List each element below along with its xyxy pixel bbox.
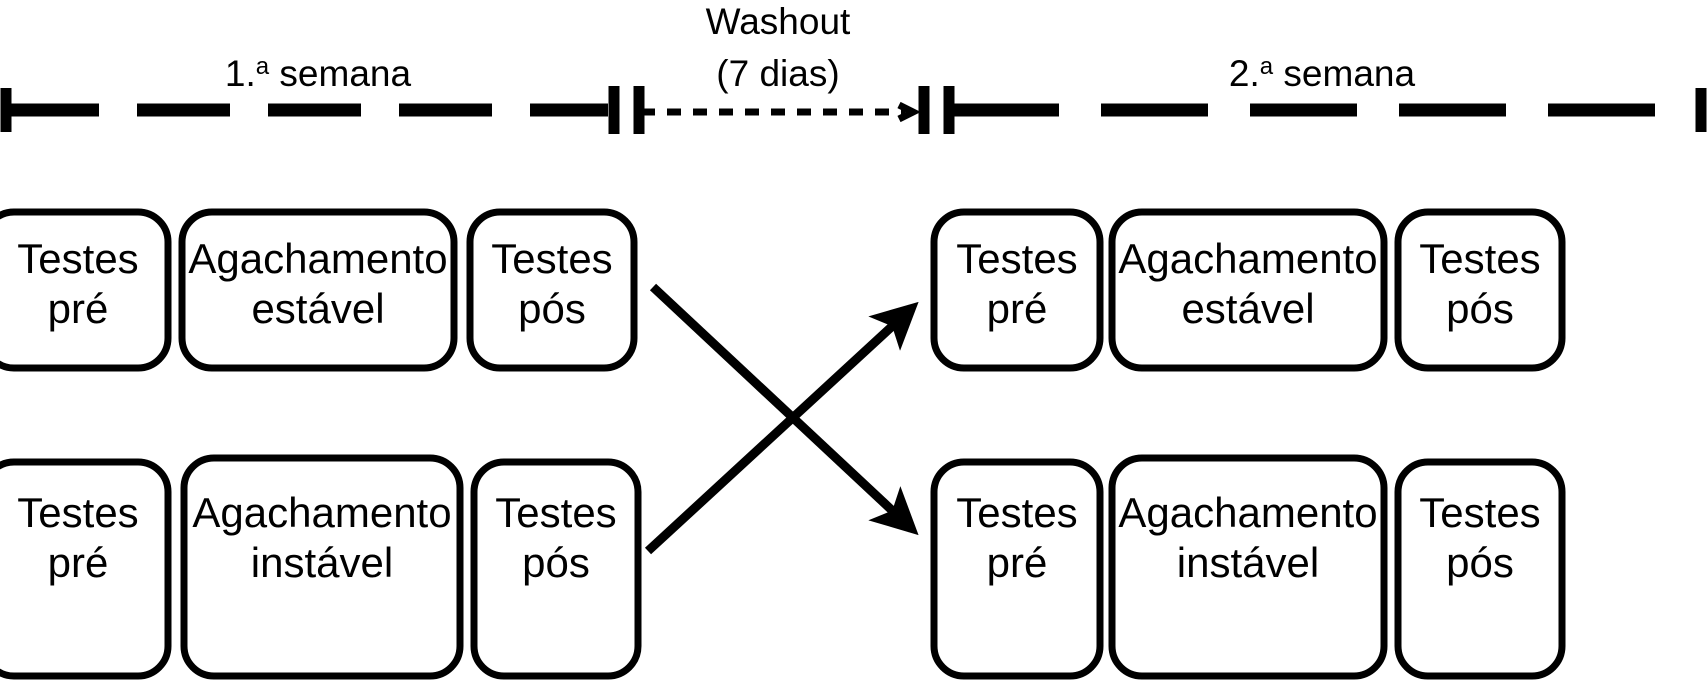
arrow-top-week1-to-bottom-week2 [649, 283, 919, 536]
box-bottom-week1-intervention-line2: instável [251, 539, 393, 586]
box-bottom-week2-intervention[interactable] [1108, 454, 1388, 680]
box-bottom-week2-intervention-line2: instável [1177, 539, 1319, 586]
box-top-week2-pre[interactable] [930, 208, 1104, 372]
arrow-bottom-week1-to-top-week2 [644, 301, 919, 555]
week1-label-superscript: a [256, 53, 270, 80]
box-bottom-week1-post[interactable] [470, 458, 642, 680]
box-bottom-week1-intervention-line1: Agachamento [192, 489, 451, 536]
week1-label: 1.a semana [225, 53, 412, 94]
box-top-week1-intervention[interactable] [178, 208, 458, 372]
week1-label-main: 1. [225, 53, 256, 94]
week2-label-rest: semana [1273, 53, 1415, 94]
box-bottom-week1-pre[interactable] [0, 458, 172, 680]
week1-label-rest: semana [269, 53, 411, 94]
washout-label-line2: (7 dias) [716, 53, 839, 94]
box-bottom-week2-intervention-line1: Agachamento [1118, 489, 1377, 536]
box-top-week1-pre[interactable] [0, 208, 172, 372]
box-bottom-week2-pre-line2: pré [987, 539, 1048, 586]
box-bottom-week1-pre-line1: Testes [17, 489, 138, 536]
box-top-week2-post[interactable] [1394, 208, 1566, 372]
box-top-week2-intervention-line1: Agachamento [1118, 235, 1377, 282]
box-top-week1-intervention-line2: estável [251, 285, 384, 332]
box-top-week1-pre-line1: Testes [17, 235, 138, 282]
box-bottom-week1-post-line1: Testes [495, 489, 616, 536]
box-top-week2-intervention[interactable] [1108, 208, 1388, 372]
arm-stable-week2: Testes pré Agachamento estável Testes pó… [930, 208, 1566, 372]
week2-label-main: 2. [1229, 53, 1260, 94]
box-top-week2-post-line2: pós [1446, 285, 1514, 332]
box-top-week1-pre-line2: pré [48, 285, 109, 332]
box-top-week2-intervention-line2: estável [1181, 285, 1314, 332]
timeline-washout: Washout (7 dias) [633, 1, 930, 134]
box-bottom-week2-post-line2: pós [1446, 539, 1514, 586]
box-bottom-week1-intervention[interactable] [180, 454, 464, 680]
timeline-week1: 1.a semana [0, 53, 620, 134]
week2-label: 2.a semana [1229, 53, 1416, 94]
arm-unstable-week2: Testes pré Agachamento instável Testes p… [930, 454, 1566, 680]
box-bottom-week1-post-line2: pós [522, 539, 590, 586]
box-bottom-week1-pre-line2: pré [48, 539, 109, 586]
washout-arrow-tip [897, 101, 921, 123]
timeline-week2: 2.a semana [943, 53, 1707, 134]
box-bottom-week2-pre[interactable] [930, 458, 1104, 680]
arm-stable-week1: Testes pré Agachamento estável Testes pó… [0, 208, 638, 372]
arm-unstable-week1: Testes pré Agachamento instável Testes p… [0, 454, 642, 680]
washout-label-line1: Washout [706, 1, 851, 42]
box-top-week1-post-line2: pós [518, 285, 586, 332]
box-top-week2-pre-line2: pré [987, 285, 1048, 332]
box-top-week2-post-line1: Testes [1419, 235, 1540, 282]
crossover-arrows [644, 283, 919, 555]
box-bottom-week2-post[interactable] [1394, 458, 1566, 680]
box-top-week1-intervention-line1: Agachamento [188, 235, 447, 282]
box-top-week1-post[interactable] [466, 208, 638, 372]
box-top-week1-post-line1: Testes [491, 235, 612, 282]
box-bottom-week2-pre-line1: Testes [956, 489, 1077, 536]
box-bottom-week2-post-line1: Testes [1419, 489, 1540, 536]
week2-label-superscript: a [1260, 53, 1274, 80]
box-top-week2-pre-line1: Testes [956, 235, 1077, 282]
